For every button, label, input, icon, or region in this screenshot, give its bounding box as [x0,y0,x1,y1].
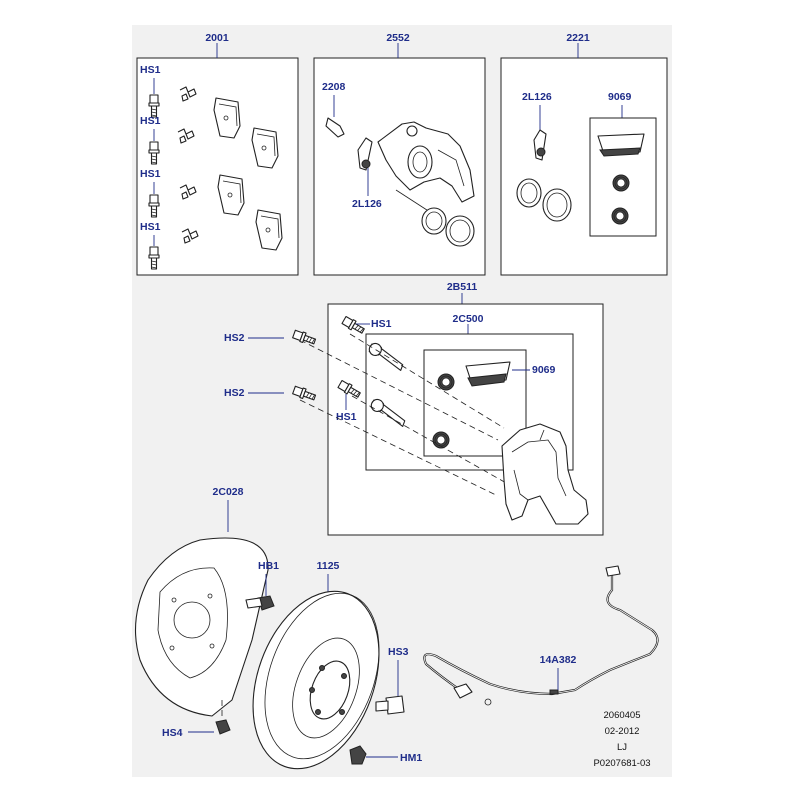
sensor-cable-icon [423,572,659,696]
hs2-bolts-group: HS2 HS2 [224,328,317,403]
dust-shield-label: 2C028 [213,486,244,498]
bolt-icon [291,384,317,403]
bleed-cap-label: 2L126 [352,198,382,210]
caliper-label: 2552 [386,32,410,44]
boot-icon [612,174,630,192]
hm1-label: HM1 [400,752,422,764]
diagram-code: 2060405 [604,710,641,721]
bleed-screw-label: 2208 [322,81,346,93]
boot-icon [611,207,629,225]
hs1-label: HS1 [140,64,161,76]
grease-label: 9069 [532,364,556,376]
caliper-group: 2552 2208 2L126 [313,32,486,276]
hs1-label: HS1 [140,115,161,127]
hs1-label: HS1 [140,168,161,180]
hb1-label: HB1 [258,560,279,572]
illustration-ref: P0207681-03 [593,758,650,769]
hs2-label: HS2 [224,332,245,344]
dust-shield-icon [134,537,269,717]
bleed-cap-label: 2L126 [522,91,552,103]
grease-kit-box [423,349,527,457]
brake-disc-label: 1125 [317,560,340,572]
boot-icon [437,373,455,391]
wear-sensor-group: 14A382 [423,565,659,706]
hs2-label: HS2 [224,387,245,399]
diagram-date: 02-2012 [605,726,640,737]
guide-pin-kit-label: 2C500 [453,313,484,325]
sensor-tip-icon [453,683,473,699]
wear-sensor-label: 14A382 [540,654,577,666]
brake-disc-group: 1125 HS3 HM1 [252,560,422,770]
nut-icon [349,745,367,765]
boot-icon [432,431,450,449]
bolt-icon [291,328,317,347]
pad-kit-label: 2001 [205,32,229,44]
screw-icon [385,695,405,715]
pad-kit-group: 2001 HS1 HS1 HS1 HS1 [136,32,299,276]
hs1-label: HS1 [140,221,161,233]
bleed-screw-icon [325,117,345,138]
grease-label: 9069 [608,91,632,103]
carrier-assembly-group: 2B511 2C500 HS1 HS1 9069 [299,281,604,536]
repair-kit-label: 2221 [566,32,590,44]
hs4-label: HS4 [162,727,183,739]
repair-kit-group: 2221 2L126 9069 [500,32,668,276]
bleed-cap-icon [357,137,373,171]
nut-icon [215,719,231,735]
diagram-footer: 2060405 02-2012 LJ P0207681-03 [593,710,650,769]
sensor-connector-icon [605,565,621,577]
author-initials: LJ [617,742,627,753]
hs1-label: HS1 [371,318,392,330]
hs3-label: HS3 [388,646,409,658]
dust-shield-group: 2C028 HB1 HS4 [134,486,279,739]
hs1-label: HS1 [336,411,357,423]
carrier-assembly-label: 2B511 [447,281,478,293]
guide-pin-kit-box [365,333,574,471]
caliper-carrier-icon [501,423,589,525]
